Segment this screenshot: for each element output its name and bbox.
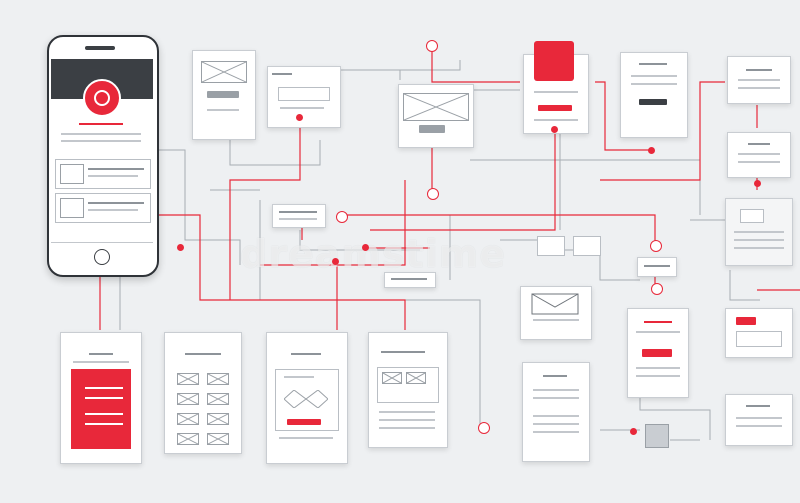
phone-home-button[interactable] [94,249,110,265]
image-placeholder-icon [284,390,328,408]
card-button[interactable] [419,125,445,133]
red-list-screen[interactable] [60,332,142,464]
grey-block [645,424,669,448]
text-line [534,91,578,93]
connector-dot [648,147,655,154]
red-header-card[interactable] [523,41,589,134]
connector-ring [650,240,662,252]
red-form-card[interactable] [627,308,689,398]
small-node[interactable] [637,257,677,277]
input-node[interactable] [272,204,326,228]
phone-divider [51,242,153,243]
card-heading-line [272,73,292,75]
primary-button[interactable] [538,105,572,111]
list-card-1[interactable] [620,52,688,138]
primary-button[interactable] [287,419,321,425]
profile-name-line [79,123,123,125]
primary-button[interactable] [642,349,672,357]
profile-text-line [61,140,141,142]
watermark-text: dreamstime [240,232,507,276]
article-card[interactable] [522,362,590,462]
image-placeholder-icon [403,93,469,121]
text-input-box[interactable] [736,331,782,347]
hero-card[interactable] [398,84,474,148]
text-line [207,109,239,111]
connector-dot [362,244,369,251]
profile-avatar [83,79,121,117]
connector-ring [427,188,439,200]
form-node[interactable] [384,272,436,288]
red-content-panel [71,369,131,449]
phone-mockup [47,35,159,277]
connector-ring [426,40,438,52]
image-card[interactable] [192,50,256,140]
phone-speaker [85,46,115,50]
card-button[interactable] [639,99,667,105]
side-card-3[interactable] [725,198,793,266]
text-line [534,119,578,121]
image-frame [377,367,439,403]
red-image-block [534,41,574,81]
image-placeholder-icon [177,393,199,405]
small-node[interactable] [573,236,601,256]
connector-dot [332,258,339,265]
text-image-screen[interactable] [368,332,448,448]
side-card-4[interactable] [725,308,793,358]
connector-ring [651,283,663,295]
connector-ring [478,422,490,434]
image-placeholder-icon [201,61,247,83]
connector-dot [630,428,637,435]
red-label [736,317,756,325]
image-placeholder-icon [177,373,199,385]
envelope-card[interactable] [520,286,592,340]
connector-ring [336,211,348,223]
side-card-1[interactable] [727,56,791,104]
card-heading-line [639,63,667,65]
connector-dot [551,126,558,133]
small-node[interactable] [537,236,565,256]
phone-list-item[interactable] [55,159,151,189]
envelope-icon [531,293,579,315]
connector-dot [177,244,184,251]
image-placeholder-icon [177,433,199,445]
image-placeholder-icon [207,373,229,385]
card-button[interactable] [207,91,239,98]
image-grid-screen[interactable] [164,332,242,454]
text-card[interactable] [267,66,341,128]
image-placeholder-icon [382,372,402,384]
side-card-5[interactable] [725,394,793,446]
image-placeholder-icon [60,164,84,184]
text-line [280,107,324,109]
connector-dot [754,180,761,187]
image-detail-screen[interactable] [266,332,348,464]
side-card-2[interactable] [727,132,791,178]
profile-text-line [61,133,141,135]
text-input-box[interactable] [278,87,330,101]
image-placeholder-icon [406,372,426,384]
image-placeholder-icon [207,433,229,445]
image-placeholder-icon [60,198,84,218]
connector-dot [296,114,303,121]
image-placeholder-icon [740,209,764,223]
image-placeholder-icon [207,413,229,425]
image-placeholder-icon [207,393,229,405]
image-placeholder-icon [177,413,199,425]
phone-list-item[interactable] [55,193,151,223]
